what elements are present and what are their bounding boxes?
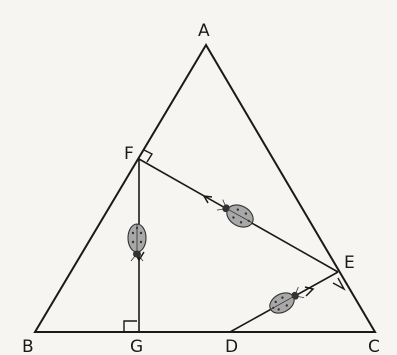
ladybug-spot xyxy=(139,240,143,244)
ladybug-spot xyxy=(135,226,139,230)
ladybug-antenna-ef-1 xyxy=(222,199,226,206)
ladybug-spot xyxy=(139,231,143,235)
right-angle-marker-g xyxy=(123,320,137,332)
label-c: C xyxy=(368,337,380,355)
ladybug-antenna-ef-2 xyxy=(216,208,224,211)
right-angle-marker-e xyxy=(332,277,346,291)
ladybug-spot xyxy=(244,212,248,215)
ladybug-antenna-fg-1 xyxy=(130,255,136,262)
ladybug-spot xyxy=(274,300,277,304)
arrow-on-de xyxy=(304,286,315,297)
ladybug-on-ef xyxy=(216,199,254,228)
ladybug-head-de xyxy=(291,291,299,300)
ladybug-spot xyxy=(131,231,135,235)
label-a: A xyxy=(198,21,210,41)
right-angle-marker-f xyxy=(143,149,154,163)
ladybug-wing-line-de xyxy=(270,296,293,310)
ladybug-on-fg xyxy=(127,223,147,262)
label-g: G xyxy=(130,337,143,355)
ladybug-spot xyxy=(281,296,284,299)
ladybug-spot xyxy=(236,208,240,211)
label-d: D xyxy=(225,337,238,355)
label-f: F xyxy=(124,144,134,164)
ladybug-spot xyxy=(239,221,243,224)
ladybug-head-ef xyxy=(222,204,230,213)
label-e: E xyxy=(344,253,355,273)
ladybug-spot xyxy=(232,216,235,219)
label-b: B xyxy=(22,337,34,355)
ladybug-spot xyxy=(247,219,250,222)
ladybug-on-de xyxy=(269,286,305,314)
triangle-abc xyxy=(33,43,377,333)
ladybug-spot xyxy=(131,240,135,244)
ladybug-antenna-fg-2 xyxy=(138,255,144,262)
ladybug-antenna-de-1 xyxy=(295,286,299,294)
ladybug-spot xyxy=(285,304,289,307)
ladybug-antenna-de-2 xyxy=(297,296,305,298)
arrow-on-ef xyxy=(202,195,213,204)
ladybug-spot xyxy=(277,308,280,311)
ladybug-head-fg xyxy=(133,250,141,258)
ladybug-spot xyxy=(272,306,275,309)
